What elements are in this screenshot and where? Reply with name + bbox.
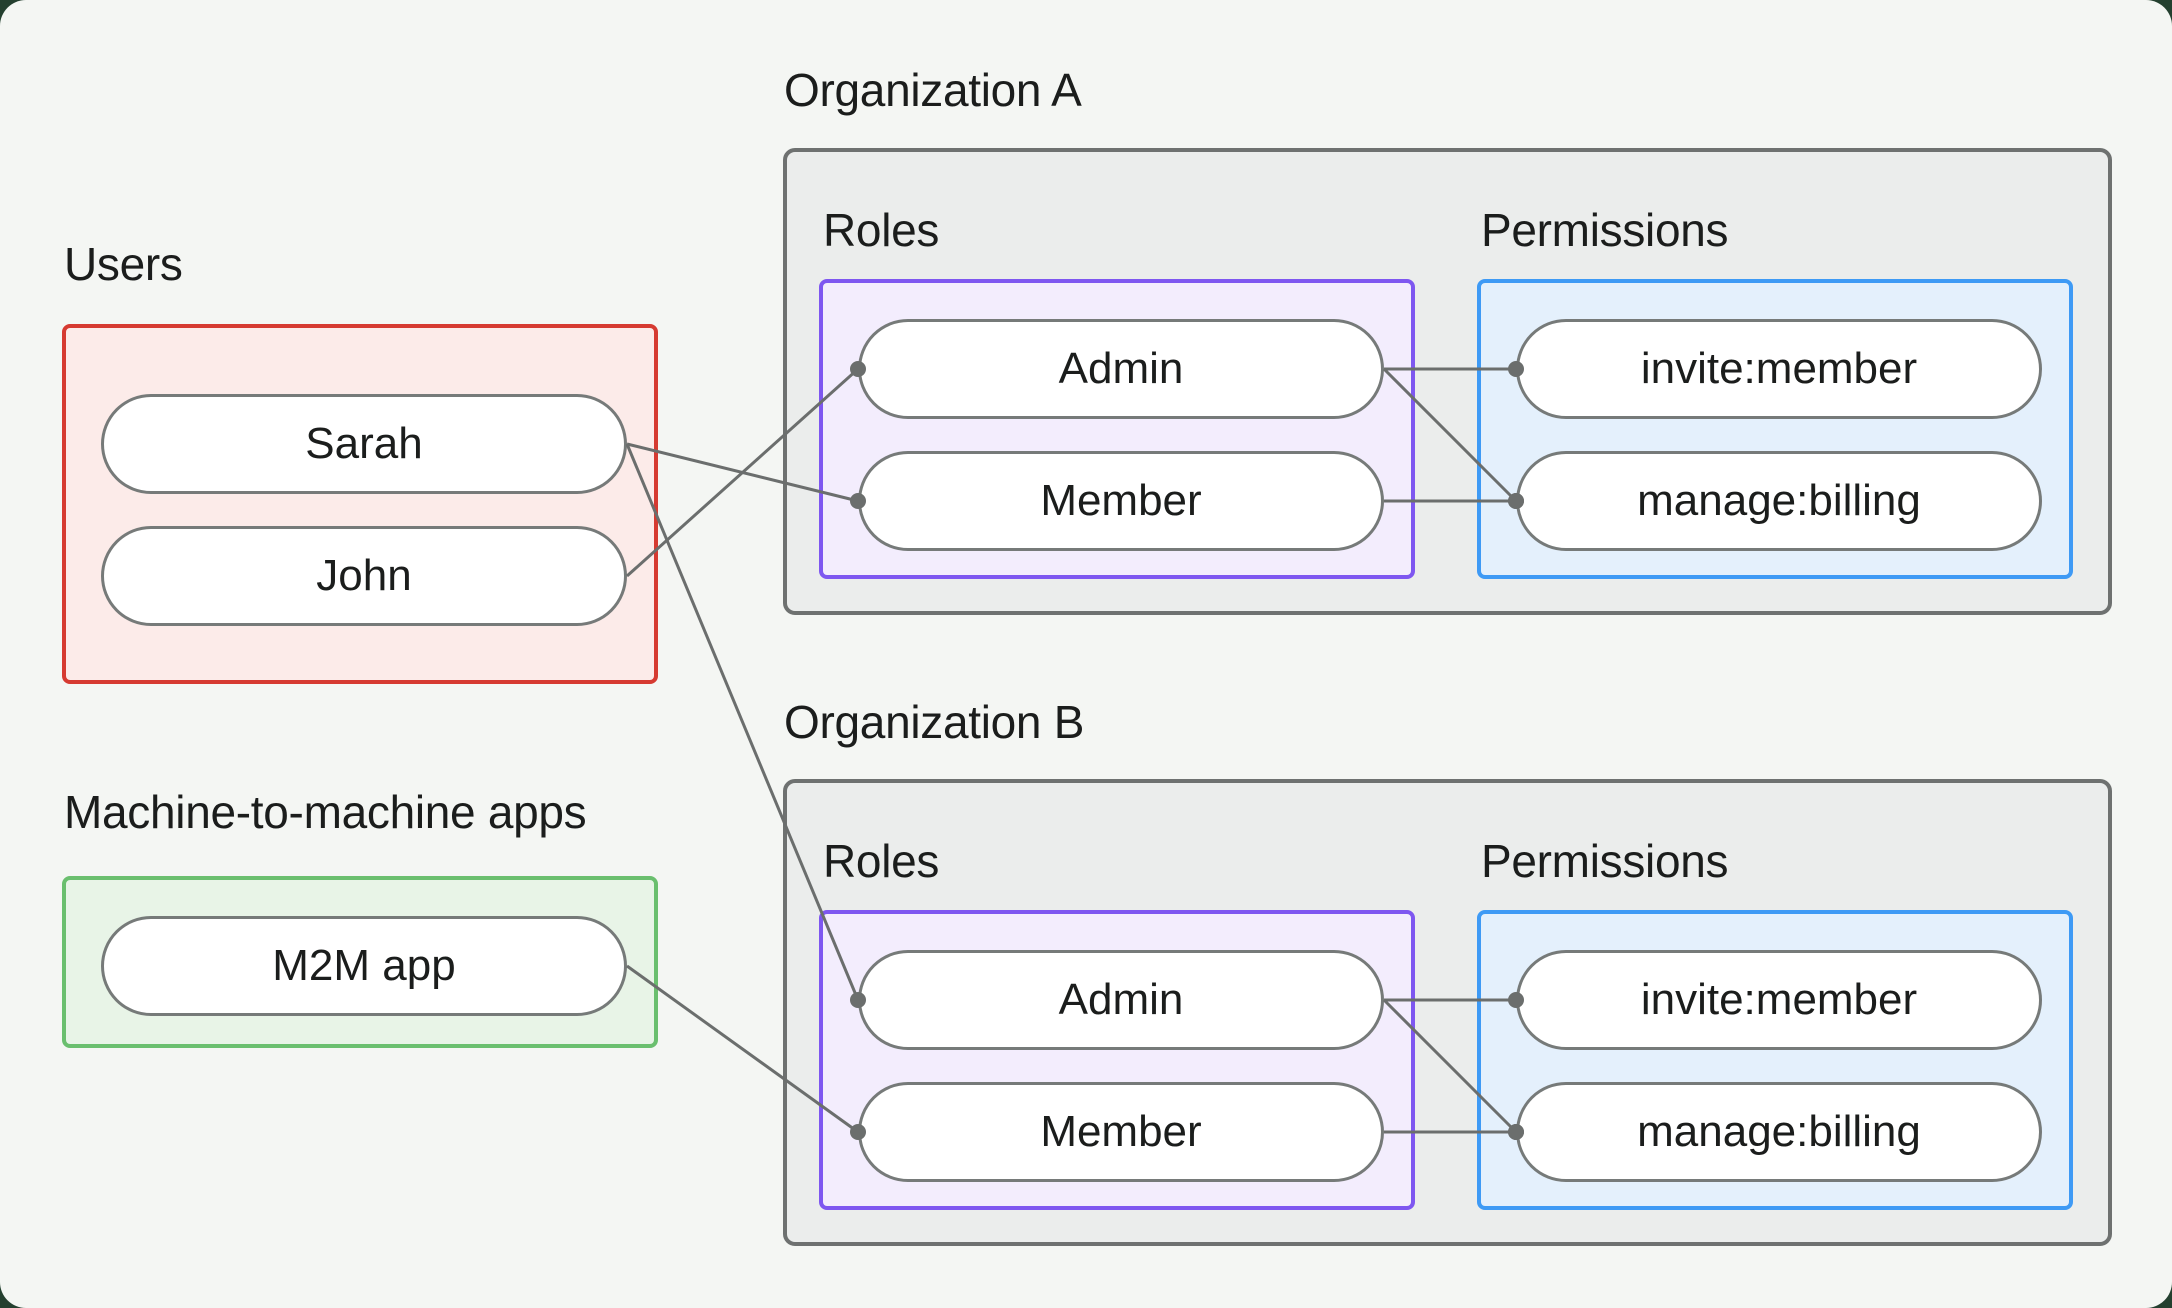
users-section-label: Users (64, 238, 183, 290)
org-b-role-member-label: Member (1040, 1107, 1202, 1156)
org-a-permissions-box: invite:member manage:billing (1477, 279, 2073, 579)
org-b-roles-label: Roles (823, 835, 940, 887)
org-b-role-admin: Admin (858, 950, 1384, 1050)
org-a-roles-label: Roles (823, 204, 940, 256)
org-a-permissions-label: Permissions (1481, 204, 1729, 256)
org-b-title: Organization B (784, 696, 1085, 748)
org-a-role-member: Member (858, 451, 1384, 551)
org-a-role-admin: Admin (858, 319, 1384, 419)
org-a-permission-invite-member: invite:member (1516, 319, 2042, 419)
m2m-apps-section-label: Machine-to-machine apps (64, 786, 587, 838)
org-b-box: Roles Permissions Admin Member invite:me… (783, 779, 2112, 1246)
org-b-role-member: Member (858, 1082, 1384, 1182)
org-b-permissions-box: invite:member manage:billing (1477, 910, 2073, 1210)
org-b-permission-manage-billing: manage:billing (1516, 1082, 2042, 1182)
org-a-box: Roles Permissions Admin Member invite:me… (783, 148, 2112, 615)
user-node-sarah: Sarah (101, 394, 627, 494)
org-b-permission-manage-billing-label: manage:billing (1637, 1107, 1921, 1156)
org-b-permission-invite-member-label: invite:member (1640, 975, 1918, 1024)
org-b-permissions-label: Permissions (1481, 835, 1729, 887)
user-node-john: John (101, 526, 627, 626)
m2m-app-node-label: M2M app (272, 941, 456, 990)
m2m-apps-group-box: M2M app (62, 876, 658, 1048)
org-b-permission-invite-member: invite:member (1516, 950, 2042, 1050)
org-a-permission-manage-billing: manage:billing (1516, 451, 2042, 551)
users-group-box: Sarah John (62, 324, 658, 684)
org-b-roles-box: Admin Member (819, 910, 1415, 1210)
org-b-role-admin-label: Admin (1058, 975, 1184, 1024)
org-a-roles-box: Admin Member (819, 279, 1415, 579)
org-a-role-member-label: Member (1040, 476, 1202, 525)
org-a-permission-manage-billing-label: manage:billing (1637, 476, 1921, 525)
m2m-app-node: M2M app (101, 916, 627, 1016)
org-a-permission-invite-member-label: invite:member (1640, 344, 1918, 393)
user-node-john-label: John (316, 551, 412, 600)
org-a-title: Organization A (784, 64, 1082, 116)
user-node-sarah-label: Sarah (305, 419, 423, 468)
org-a-role-admin-label: Admin (1058, 344, 1184, 393)
